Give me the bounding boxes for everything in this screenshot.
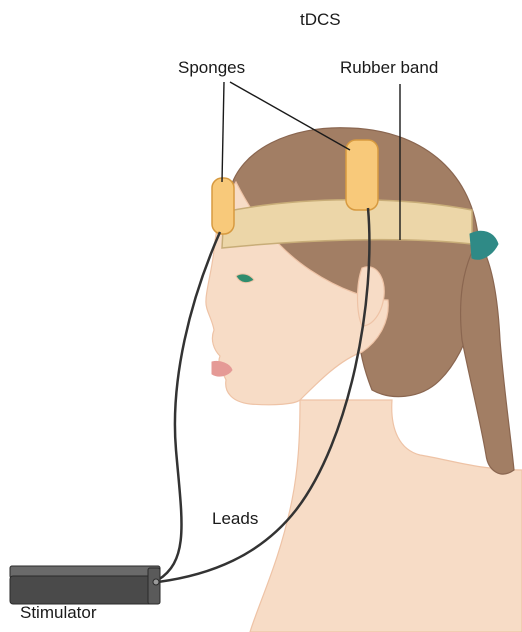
sponge-top	[346, 140, 378, 210]
label-rubber-band: Rubber band	[340, 58, 438, 78]
ponytail	[461, 240, 514, 474]
hair-tie	[470, 231, 498, 259]
stimulator-box	[10, 566, 160, 604]
diagram-title: tDCS	[300, 10, 341, 30]
sponge-front	[212, 178, 234, 234]
label-stimulator: Stimulator	[20, 603, 97, 623]
label-sponges: Sponges	[178, 58, 245, 78]
label-leads: Leads	[212, 509, 258, 529]
rubber-band	[222, 200, 472, 248]
pointer-sponges-front	[222, 82, 224, 182]
